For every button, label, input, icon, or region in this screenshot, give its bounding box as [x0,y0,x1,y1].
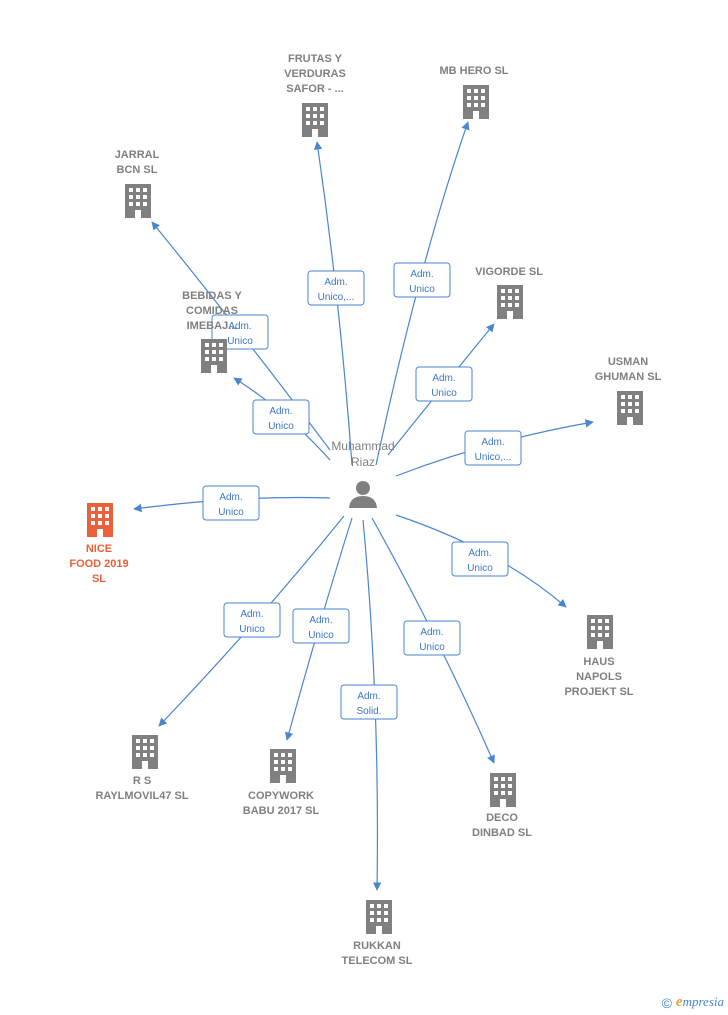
node-label-frutas: SAFOR - ... [286,83,343,95]
edge-label-usman[interactable]: Adm. Unico,... [464,430,522,466]
building-icon [490,773,516,807]
svg-text:Unico,...: Unico,... [318,292,355,303]
node-label-mbhero: MB HERO SL [439,65,508,77]
edge-label-rukkan[interactable]: Adm. Solid. [340,684,398,720]
node-copywork[interactable]: COPYWORK BABU 2017 SL [243,749,320,817]
node-vigorde[interactable]: VIGORDE SL [475,266,543,319]
node-label-nicefood: SL [92,573,106,585]
edge-label-mbhero[interactable]: Adm. Unico [393,262,451,298]
svg-text:Unico: Unico [431,388,457,399]
node-label-raylmovil: RAYLMOVIL47 SL [95,790,188,802]
svg-text:Adm.: Adm. [468,548,491,559]
node-label-haus: NAPOLS [576,671,622,683]
edge-label-nicefood[interactable]: Adm. Unico [202,485,260,521]
edge-label-deco[interactable]: Adm. Unico [403,620,461,656]
building-icon [463,85,489,119]
node-bebidas[interactable]: BEBIDAS Y COMIDAS IMEBAJ... [182,290,243,373]
node-jarral[interactable]: JARRAL BCN SL [115,149,160,218]
node-label-haus: PROJEKT SL [564,686,633,698]
svg-text:Unico: Unico [268,421,294,432]
copyright-icon: © [661,994,672,1011]
node-label-deco: DECO [486,812,518,824]
svg-text:Unico: Unico [218,507,244,518]
building-icon [302,103,328,137]
node-raylmovil[interactable]: R S RAYLMOVIL47 SL [95,735,189,802]
svg-text:Solid.: Solid. [356,706,381,717]
node-rukkan[interactable]: RUKKAN TELECOM SL [342,900,413,967]
building-icon [366,900,392,934]
node-label-vigorde: VIGORDE SL [475,266,543,278]
center-person-label: Muhammad [331,439,394,453]
svg-text:Unico: Unico [419,642,445,653]
svg-text:Adm.: Adm. [357,691,380,702]
node-label-usman: GHUMAN SL [595,371,662,383]
svg-text:Unico: Unico [409,284,435,295]
node-label-nicefood: NICE [86,543,112,555]
building-icon [132,735,158,769]
node-label-rukkan: TELECOM SL [342,955,413,967]
node-label-bebidas: COMIDAS [186,305,238,317]
node-frutas[interactable]: FRUTAS Y VERDURAS SAFOR - ... [284,53,346,137]
svg-text:Adm.: Adm. [269,406,292,417]
node-label-frutas: FRUTAS Y [288,53,343,65]
node-label-rukkan: RUKKAN [353,940,401,952]
node-haus[interactable]: HAUS NAPOLS PROJEKT SL [564,615,634,698]
node-label-bebidas: IMEBAJ... [187,320,238,332]
edge-label-haus[interactable]: Adm. Unico [451,541,509,577]
svg-text:Adm.: Adm. [420,627,443,638]
edge-label-bebidas[interactable]: Adm. Unico [252,399,310,435]
svg-text:Adm.: Adm. [228,321,251,332]
node-usman[interactable]: USMAN GHUMAN SL [595,356,662,425]
node-mbhero[interactable]: MB HERO SL [439,65,509,119]
svg-text:Unico,...: Unico,... [475,452,512,463]
svg-text:Unico: Unico [239,624,265,635]
node-label-bebidas: BEBIDAS Y [182,290,242,302]
node-label-usman: USMAN [608,356,648,368]
edge-label-copywork[interactable]: Adm. Unico [292,608,350,644]
building-icon [617,391,643,425]
svg-text:Adm.: Adm. [481,437,504,448]
node-label-deco: DINBAD SL [472,827,532,839]
node-deco[interactable]: DECO DINBAD SL [472,773,532,839]
edge-label-raylmovil[interactable]: Adm. Unico [223,602,281,638]
edge-label-vigorde[interactable]: Adm. Unico [415,366,473,402]
svg-text:Adm.: Adm. [432,373,455,384]
node-label-jarral: JARRAL [115,149,160,161]
building-icon [201,339,227,373]
node-label-copywork: BABU 2017 SL [243,805,320,817]
node-label-jarral: BCN SL [117,164,158,176]
node-label-haus: HAUS [583,656,614,668]
brand-footer: © empresia [662,994,724,1011]
svg-text:Adm.: Adm. [410,269,433,280]
brand-logo: empresia [675,994,724,1010]
node-label-nicefood: FOOD 2019 [69,558,128,570]
node-label-frutas: VERDURAS [284,68,346,80]
center-person-label: Riaz [351,455,375,469]
person-icon [349,481,377,508]
building-icon [497,285,523,319]
building-icon [587,615,613,649]
svg-text:Adm.: Adm. [219,492,242,503]
svg-text:Unico: Unico [308,630,334,641]
svg-text:Unico: Unico [227,336,253,347]
svg-text:Adm.: Adm. [324,277,347,288]
node-label-copywork: COPYWORK [248,790,314,802]
edge-label-frutas[interactable]: Adm. Unico,... [307,270,365,306]
svg-text:Adm.: Adm. [240,609,263,620]
building-icon [270,749,296,783]
node-label-raylmovil: R S [133,775,151,787]
building-icon [125,184,151,218]
building-icon [87,503,113,537]
svg-text:Unico: Unico [467,563,493,574]
svg-text:Adm.: Adm. [309,615,332,626]
